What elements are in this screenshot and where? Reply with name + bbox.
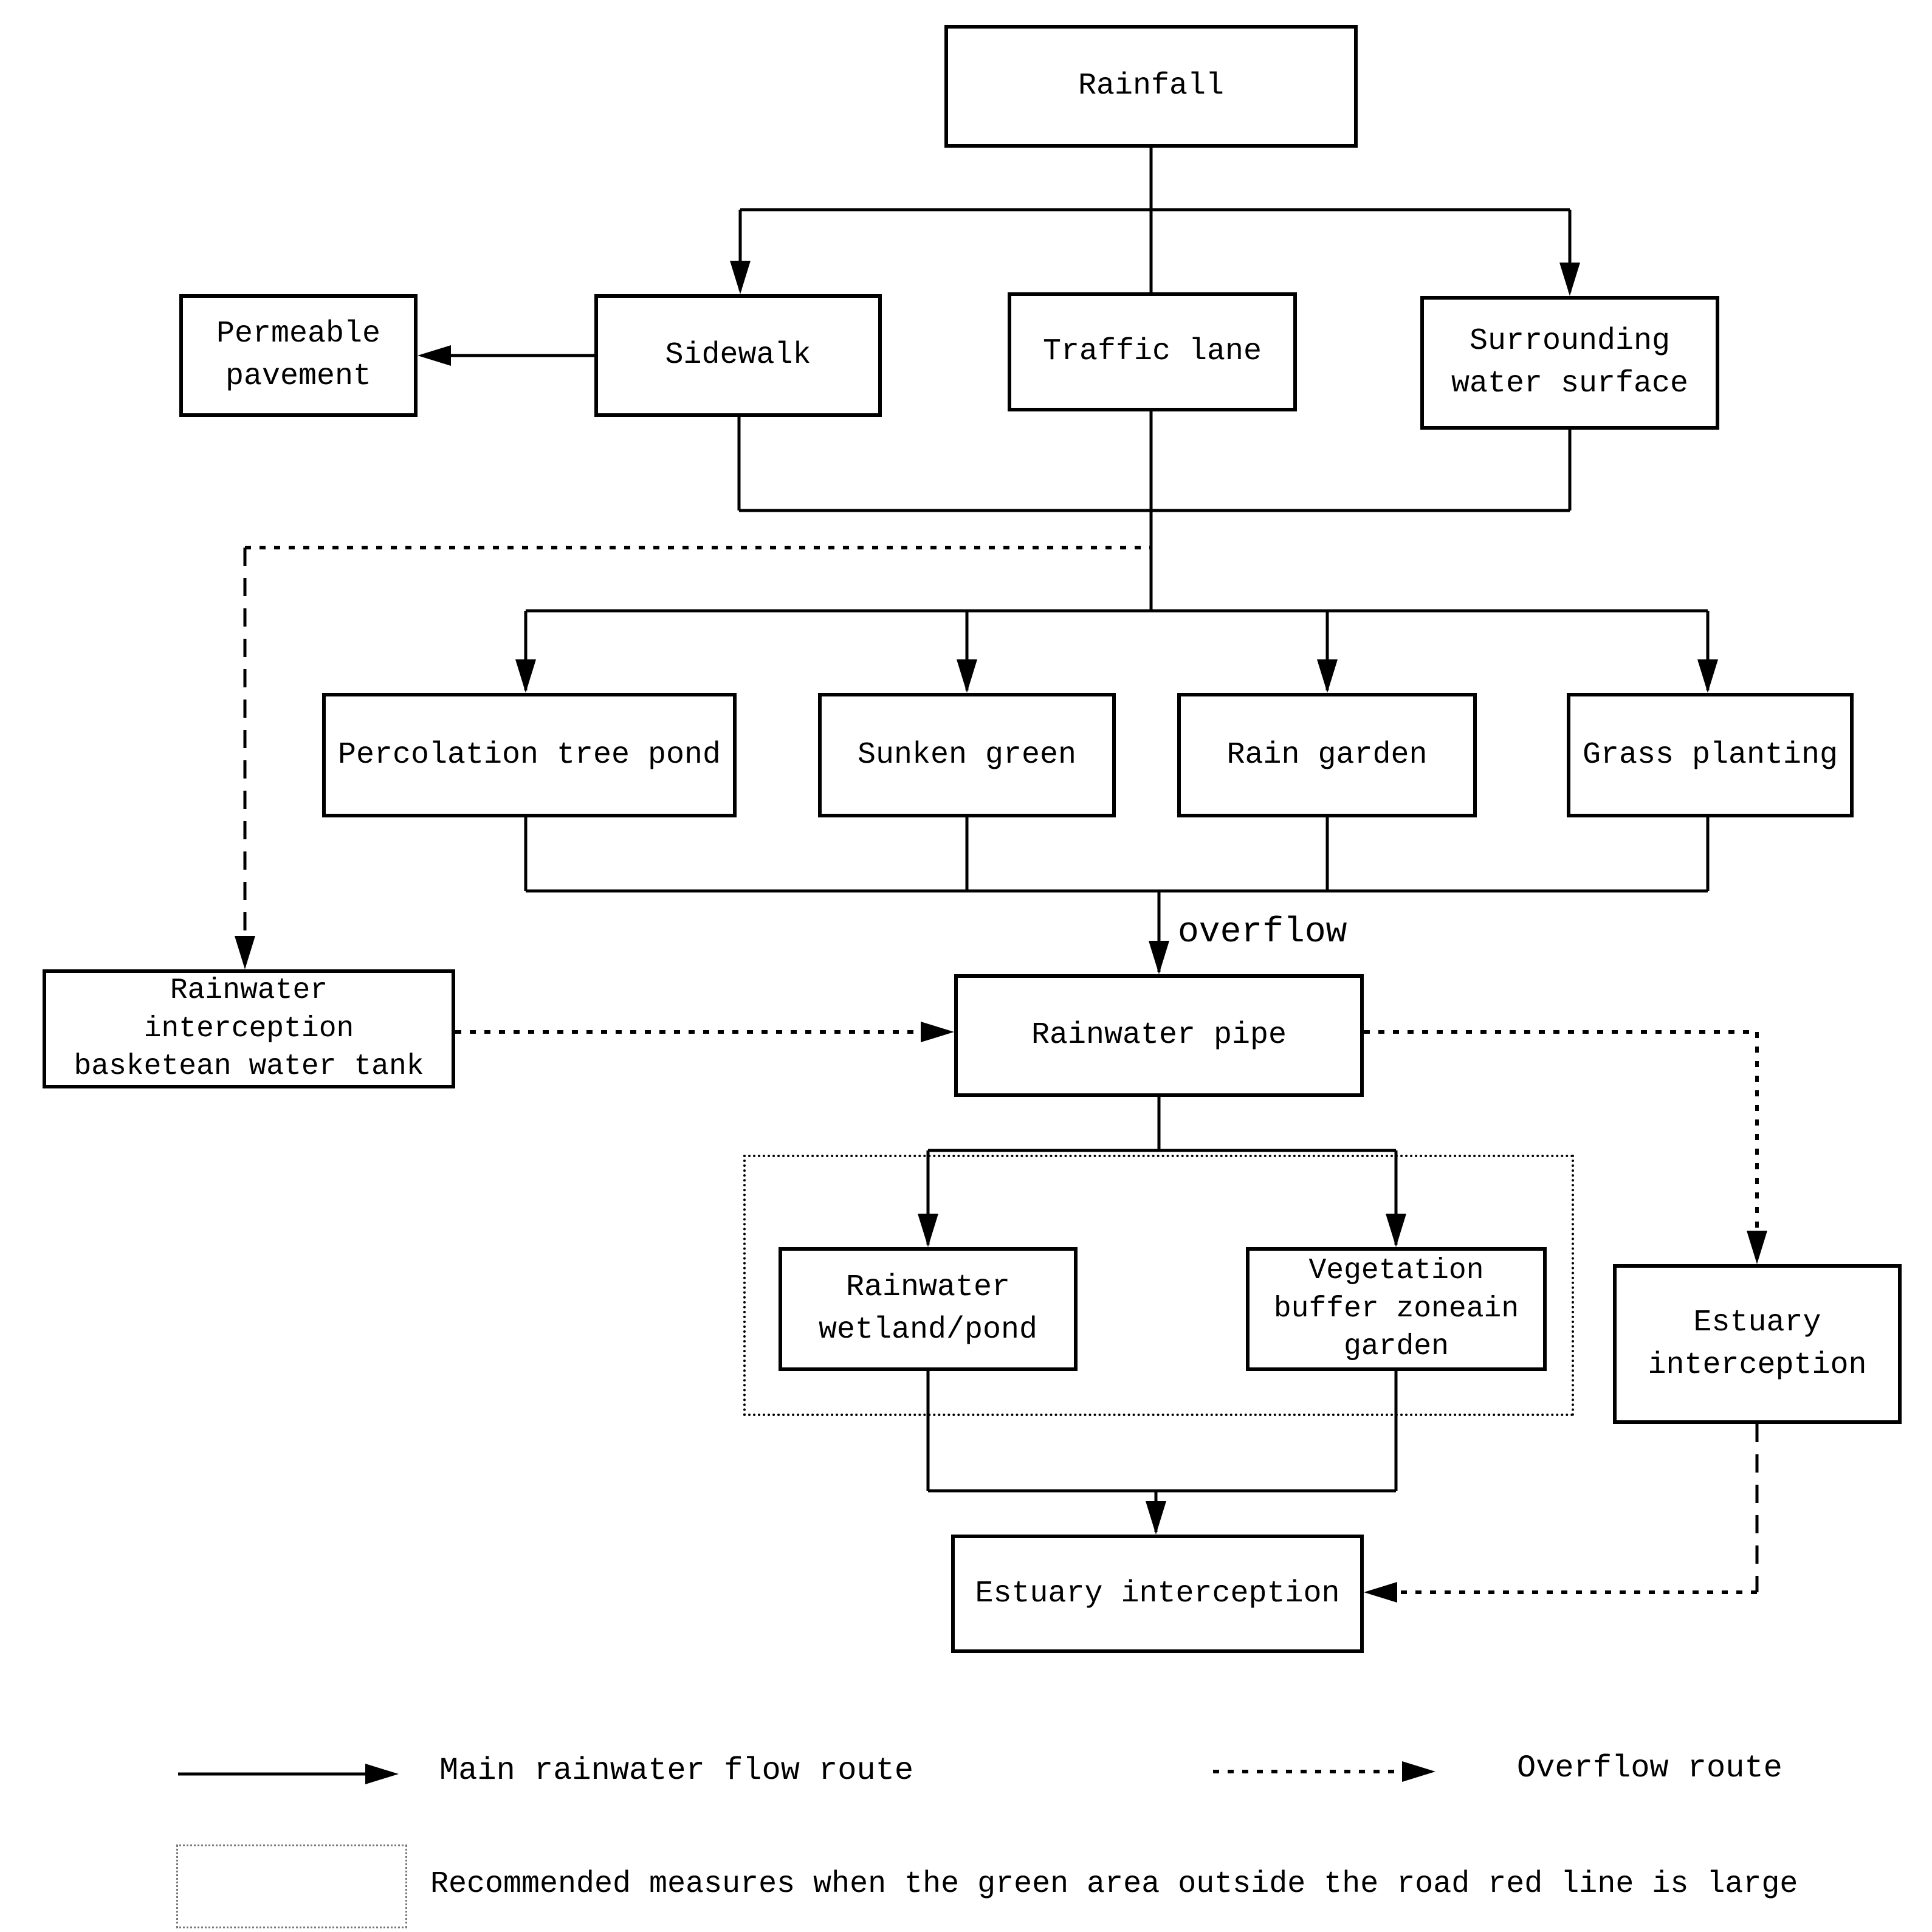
arrowhead-sidewalk xyxy=(730,261,751,294)
node-rainwater-pipe-label: Rainwater pipe xyxy=(1031,1018,1287,1053)
arrowhead-surrounding xyxy=(1559,263,1580,296)
legend-main-route-arrowhead xyxy=(365,1764,399,1784)
arrowhead-rainwater-pipe xyxy=(1149,941,1169,974)
node-rain-garden-label: Rain garden xyxy=(1226,737,1428,772)
node-vegetation-buffer-zone-label: Vegetation buffer zoneain garden xyxy=(1273,1254,1519,1364)
legend-main-route-label: Main rainwater flow route xyxy=(439,1753,914,1789)
arrowhead-vegetation xyxy=(1386,1214,1406,1247)
node-rainwater-wetland-pond: Rainwater wetland/pond xyxy=(779,1247,1078,1371)
node-estuary-interception-bottom-label: Estuary interception xyxy=(975,1576,1340,1611)
arrowhead-sunken xyxy=(957,659,977,693)
node-vegetation-buffer-zone: Vegetation buffer zoneain garden xyxy=(1246,1247,1547,1371)
arrowhead-wetland xyxy=(918,1214,938,1247)
node-grass-planting-label: Grass planting xyxy=(1582,737,1838,772)
arrowhead-estuary-bottom-right xyxy=(1364,1582,1397,1603)
arrowhead-estuary-bottom-top xyxy=(1146,1501,1166,1535)
node-rainwater-pipe: Rainwater pipe xyxy=(954,974,1364,1097)
node-percolation-tree-pond-label: Percolation tree pond xyxy=(337,737,721,772)
node-rainwater-interception-tank: Rainwater interception basketean water t… xyxy=(43,969,455,1088)
node-surrounding-water-surface: Surrounding water surface xyxy=(1420,296,1719,430)
node-rainwater-wetland-pond-label: Rainwater wetland/pond xyxy=(818,1270,1038,1347)
arrowhead-estuary-right xyxy=(1747,1231,1767,1264)
node-permeable-pavement: Permeable pavement xyxy=(179,294,418,417)
arrowhead-permeable xyxy=(418,345,451,366)
arrowhead-tank xyxy=(235,936,255,969)
node-rainfall: Rainfall xyxy=(944,25,1358,148)
node-traffic-lane-label: Traffic lane xyxy=(1042,334,1262,369)
node-grass-planting: Grass planting xyxy=(1567,693,1854,817)
node-sidewalk: Sidewalk xyxy=(594,294,882,417)
legend-overflow-arrowhead xyxy=(1402,1761,1435,1782)
arrowhead-into-pipe xyxy=(921,1022,954,1042)
node-rainfall-label: Rainfall xyxy=(1078,69,1225,103)
legend-recommended-label: Recommended measures when the green area… xyxy=(430,1867,1798,1902)
node-sunken-green: Sunken green xyxy=(818,693,1116,817)
arrowhead-grass xyxy=(1697,659,1718,693)
legend-overflow-label: Overflow route xyxy=(1517,1750,1782,1786)
node-percolation-tree-pond: Percolation tree pond xyxy=(322,693,737,817)
recommended-zone-outline xyxy=(743,1155,1574,1416)
arrowhead-percolation xyxy=(515,659,536,693)
node-surrounding-water-surface-label: Surrounding water surface xyxy=(1451,324,1689,401)
node-sunken-green-label: Sunken green xyxy=(857,737,1077,772)
node-sidewalk-label: Sidewalk xyxy=(665,338,811,373)
node-permeable-pavement-label: Permeable pavement xyxy=(216,317,381,394)
arrowhead-raingarden xyxy=(1317,659,1338,693)
legend-recommended-swatch xyxy=(176,1844,407,1928)
node-traffic-lane: Traffic lane xyxy=(1008,292,1297,411)
node-estuary-interception-bottom: Estuary interception xyxy=(951,1535,1364,1653)
node-estuary-interception-right: Estuary interception xyxy=(1613,1264,1902,1424)
node-rainwater-interception-tank-label: Rainwater interception basketean water t… xyxy=(74,974,424,1084)
node-rain-garden: Rain garden xyxy=(1177,693,1477,817)
node-estuary-interception-right-label: Estuary interception xyxy=(1648,1305,1867,1383)
overflow-label: overflow xyxy=(1178,913,1347,952)
